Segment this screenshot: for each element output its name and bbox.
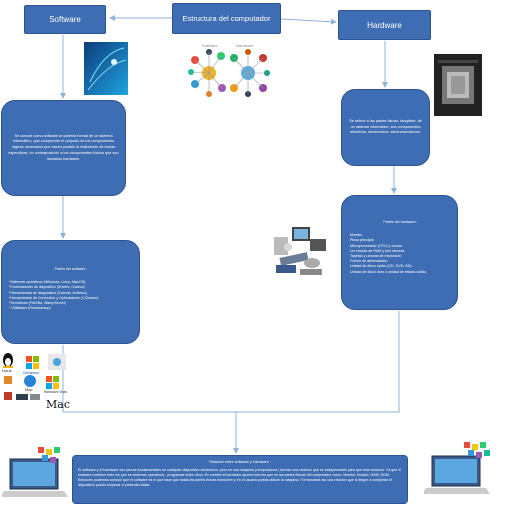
hardware-definition-node: Se refiere a las partes físicas, tangibl… [341,89,430,166]
os-logo-mac: Mac [46,398,70,411]
title-label: Estructura del computador [182,14,271,23]
connector-title-to-hardware [280,18,337,25]
os-logo-linux: Linux [2,368,12,373]
hardware-devices-image [274,227,326,275]
processor-image [434,54,482,116]
hardware-part-item: Tarjetas y ranuras de expansión. [350,254,402,259]
software-part-item: * Utilidades (Redobackup) [9,306,51,311]
software-part-item: *Sistemas operativos (Windows, Linux, Ma… [9,280,86,285]
hardware-part-item: Fuente de alimentación. [350,259,389,264]
hardware-part-item: Placa principal. [350,238,375,243]
software-part-item: *Herramientas de Corrección y Optimizaci… [9,295,99,300]
software-definition-node: Se conoce como software al sistema forma… [1,100,126,196]
os-logos-image: Linux Windows Mac Windows Vista Mac [0,350,72,412]
illustration-hardware-label: Hardware [236,43,254,48]
hardware-label: Hardware [367,20,402,30]
illustration-software-label: Software [202,43,219,48]
relation-node: Relación entre software y hardware : El … [72,455,408,504]
software-part-item: *Controladores de dispositivo (Drivers, … [9,285,85,290]
hardware-definition-text: Se refiere a las partes físicas, tangibl… [349,118,422,135]
laptop-left-image [2,447,68,497]
connector-hardware-parts-down [236,311,400,413]
structure-illustration: Software Hardware [188,43,270,97]
hardware-parts-list: Monitor. Placa principal. Microprocesado… [350,233,451,275]
hardware-part-item: Microprocesador (CPU) y zócalo. [350,243,403,248]
hardware-mindmap-icon [230,49,270,97]
hardware-part-item: Unidad de disco óptico (CD, DVD, BD). [350,264,413,269]
software-part-item: *Servidores (FileZilla, WampServer) [9,301,67,306]
software-mindmap-icon [188,49,226,97]
software-parts-list: *Sistemas operativos (Windows, Linux, Ma… [9,280,133,311]
relation-body: El software y el hardware son piezas fun… [78,467,402,488]
software-node: Software [24,5,106,34]
hardware-parts-title: Partes del hardware : [383,220,418,224]
software-part-item: *Herramientas de diagnóstico (Everest, A… [9,290,88,295]
relation-title: Relación entre software y hardware : [209,460,271,464]
laptop-right-image [424,442,490,494]
os-logo-windows-vista: Windows Vista [44,390,67,394]
software-parts-title: Partes del software : [54,267,88,271]
software-label: Software [49,15,81,24]
os-logos-graphic [3,353,66,400]
connector-software-parts-down [62,345,236,413]
os-logo-windows: Windows [23,370,40,375]
hardware-part-item: Un módulo de RAM y tres ranuras. [350,248,406,253]
software-definition-text: Se conoce como software al sistema forma… [8,133,119,161]
hardware-part-item: Monitor. [350,233,363,238]
hardware-parts-node: Partes del hardware : Monitor. Placa pri… [341,195,458,310]
hardware-part-item: Unidad de disco duro o unidad de estado … [350,269,427,274]
hardware-node: Hardware [338,10,431,40]
title-node: Estructura del computador [172,3,281,34]
software-parts-node: Partes del software : *Sistemas operativ… [1,240,140,344]
os-logo-mac-small: Mac [25,387,33,392]
software-image [84,42,128,95]
